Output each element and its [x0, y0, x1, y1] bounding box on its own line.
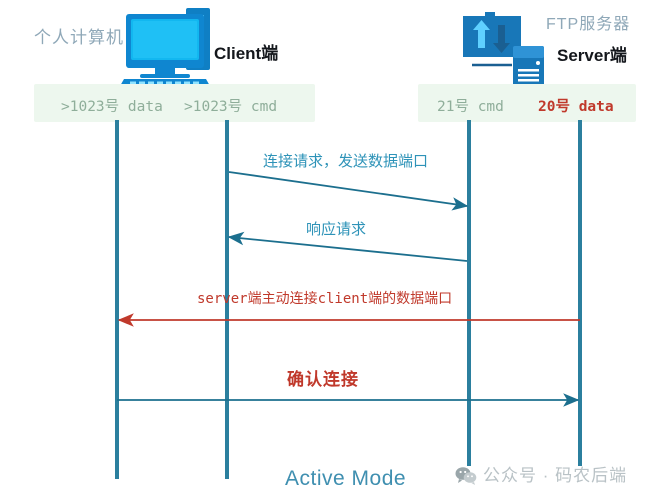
wechat-icon	[455, 467, 477, 485]
server-port-band	[418, 84, 636, 122]
connection-request-arrow	[228, 171, 469, 211]
ftp-folder-icon	[463, 12, 521, 57]
server-cmd-port-label: 21号 cmd	[437, 99, 504, 115]
response-request-arrow	[227, 231, 468, 262]
client-cmd-port-label: >1023号 cmd	[184, 99, 278, 115]
diagram-mode-title: Active Mode	[285, 467, 407, 490]
watermark: 公众号 · 码农后端	[455, 466, 627, 485]
server-rack-icon	[513, 46, 544, 88]
desktop-computer-icon	[116, 8, 214, 93]
client-machine-label: 个人计算机	[34, 28, 124, 47]
server-connects-client-data-label: server端主动连接client端的数据端口	[197, 291, 453, 307]
connection-request-label: 连接请求，发送数据端口	[263, 153, 429, 170]
server-data-port-label: 20号 data	[538, 99, 614, 115]
server-role-label: Server端	[557, 46, 627, 65]
client-role-label: Client端	[214, 44, 279, 63]
confirm-connection-label: 确认连接	[287, 370, 359, 389]
client-data-port-label: >1023号 data	[61, 99, 163, 115]
client-port-band	[34, 84, 315, 122]
server-machine-label: FTP服务器	[546, 16, 631, 33]
watermark-text: 公众号 · 码农后端	[483, 466, 628, 485]
response-request-label: 响应请求	[306, 221, 367, 238]
